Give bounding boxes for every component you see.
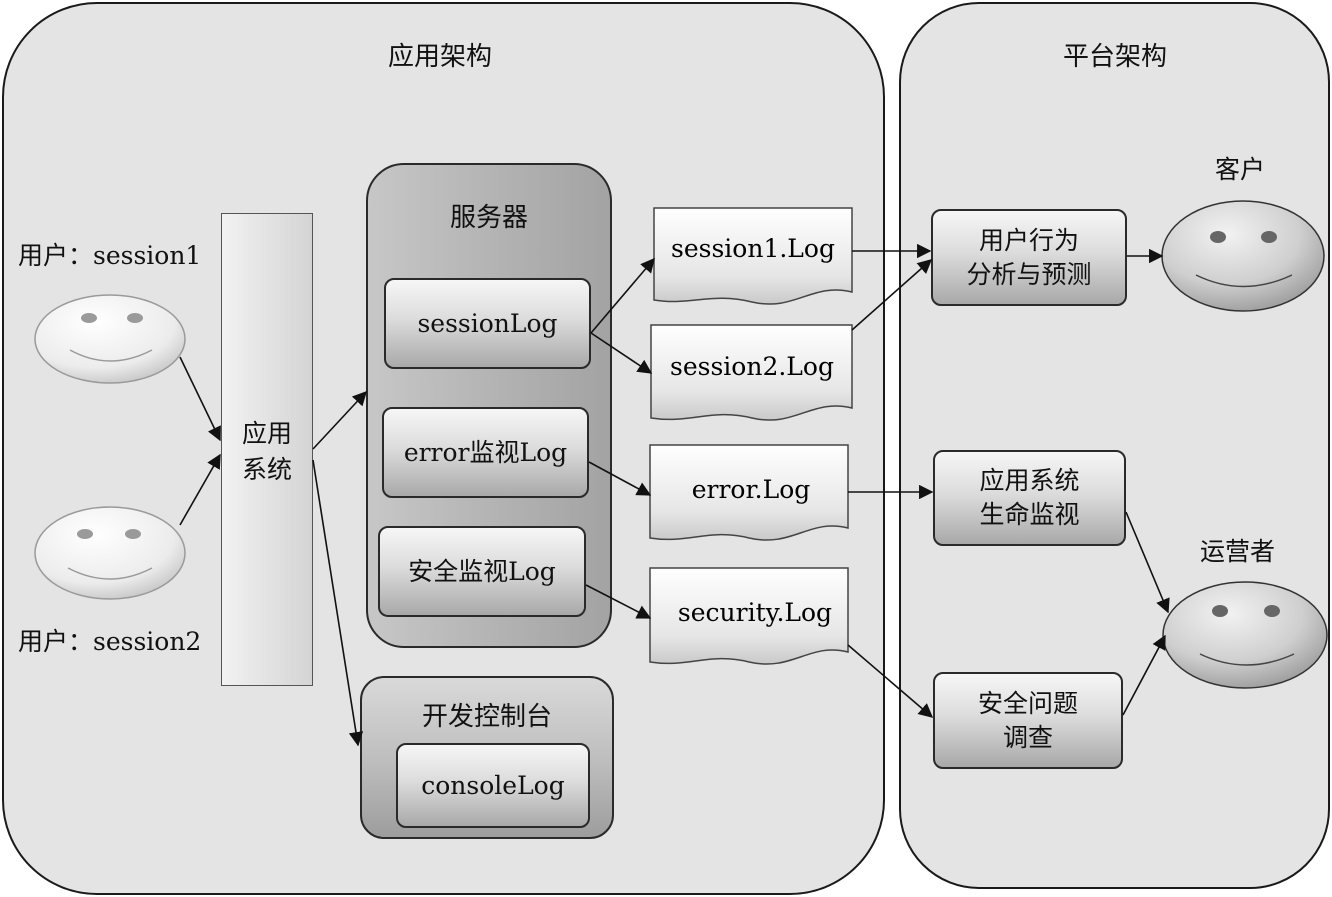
app-system-label-line1: 应用 (241, 419, 292, 448)
arrow-security-to-investigation (847, 644, 934, 718)
customer-avatar (1161, 200, 1325, 312)
platform-architecture-title: 平台架构 (1062, 42, 1167, 72)
session1-log-doc: session1.Log (653, 207, 853, 305)
security-investigation-line2: 调查 (1002, 722, 1053, 752)
security-monitor-log-button[interactable]: 安全监视Log (378, 526, 586, 617)
dev-console-title: 开发控制台 (421, 702, 552, 732)
user-session2-label: 用户：session2 (18, 627, 202, 656)
arrow-investigation-to-operator (1122, 634, 1166, 716)
user-session2-avatar (34, 506, 186, 600)
arrow-app-to-console (312, 459, 364, 747)
arrow-lifecycle-to-operator (1125, 511, 1170, 614)
arrow-sessionlog-to-session2 (590, 332, 653, 374)
user-session1-label: 用户：session1 (18, 241, 202, 270)
app-system-label-line2: 系统 (241, 455, 292, 484)
session2-log-doc: session2.Log (650, 324, 853, 421)
arrow-app-to-server (312, 390, 367, 450)
console-log-button[interactable]: consoleLog (396, 743, 590, 828)
security-investigation-box[interactable]: 安全问题 调查 (933, 672, 1123, 769)
error-log-label: error.Log (692, 475, 811, 504)
error-log-doc: error.Log (649, 444, 849, 541)
app-lifecycle-monitor-box[interactable]: 应用系统 生命监视 (933, 450, 1126, 546)
user-behavior-line2: 分析与预测 (966, 259, 1092, 289)
security-investigation-line1: 安全问题 (977, 688, 1078, 718)
error-monitor-log-button[interactable]: error监视Log (382, 407, 589, 498)
arrow-errorlog-to-error (588, 461, 652, 496)
user-behavior-analysis-box[interactable]: 用户行为 分析与预测 (931, 209, 1127, 306)
arrow-user1-to-app (179, 356, 221, 442)
app-system-box (221, 213, 313, 686)
lifecycle-line2: 生命监视 (979, 500, 1080, 529)
session2-log-label: session2.Log (670, 352, 834, 381)
session-log-button[interactable]: sessionLog (384, 278, 591, 369)
session1-log-label: session1.Log (671, 234, 835, 263)
operator-avatar (1162, 581, 1328, 689)
security-log-label: security.Log (678, 598, 832, 627)
customer-label: 客户 (1215, 155, 1266, 184)
lifecycle-line1: 应用系统 (979, 466, 1080, 496)
server-title: 服务器 (449, 203, 528, 233)
security-log-doc: security.Log (649, 567, 849, 665)
app-architecture-title: 应用架构 (387, 42, 492, 72)
arrow-securitylog-to-security (585, 584, 652, 619)
user-session1-avatar (34, 294, 186, 384)
arrow-sessionlog-to-session1 (590, 257, 655, 334)
arrows (179, 243, 1170, 747)
arrow-session2-to-analysis (851, 259, 933, 331)
arrow-user2-to-app (179, 453, 221, 526)
user-behavior-line1: 用户行为 (978, 225, 1079, 255)
operator-label: 运营者 (1200, 537, 1276, 566)
